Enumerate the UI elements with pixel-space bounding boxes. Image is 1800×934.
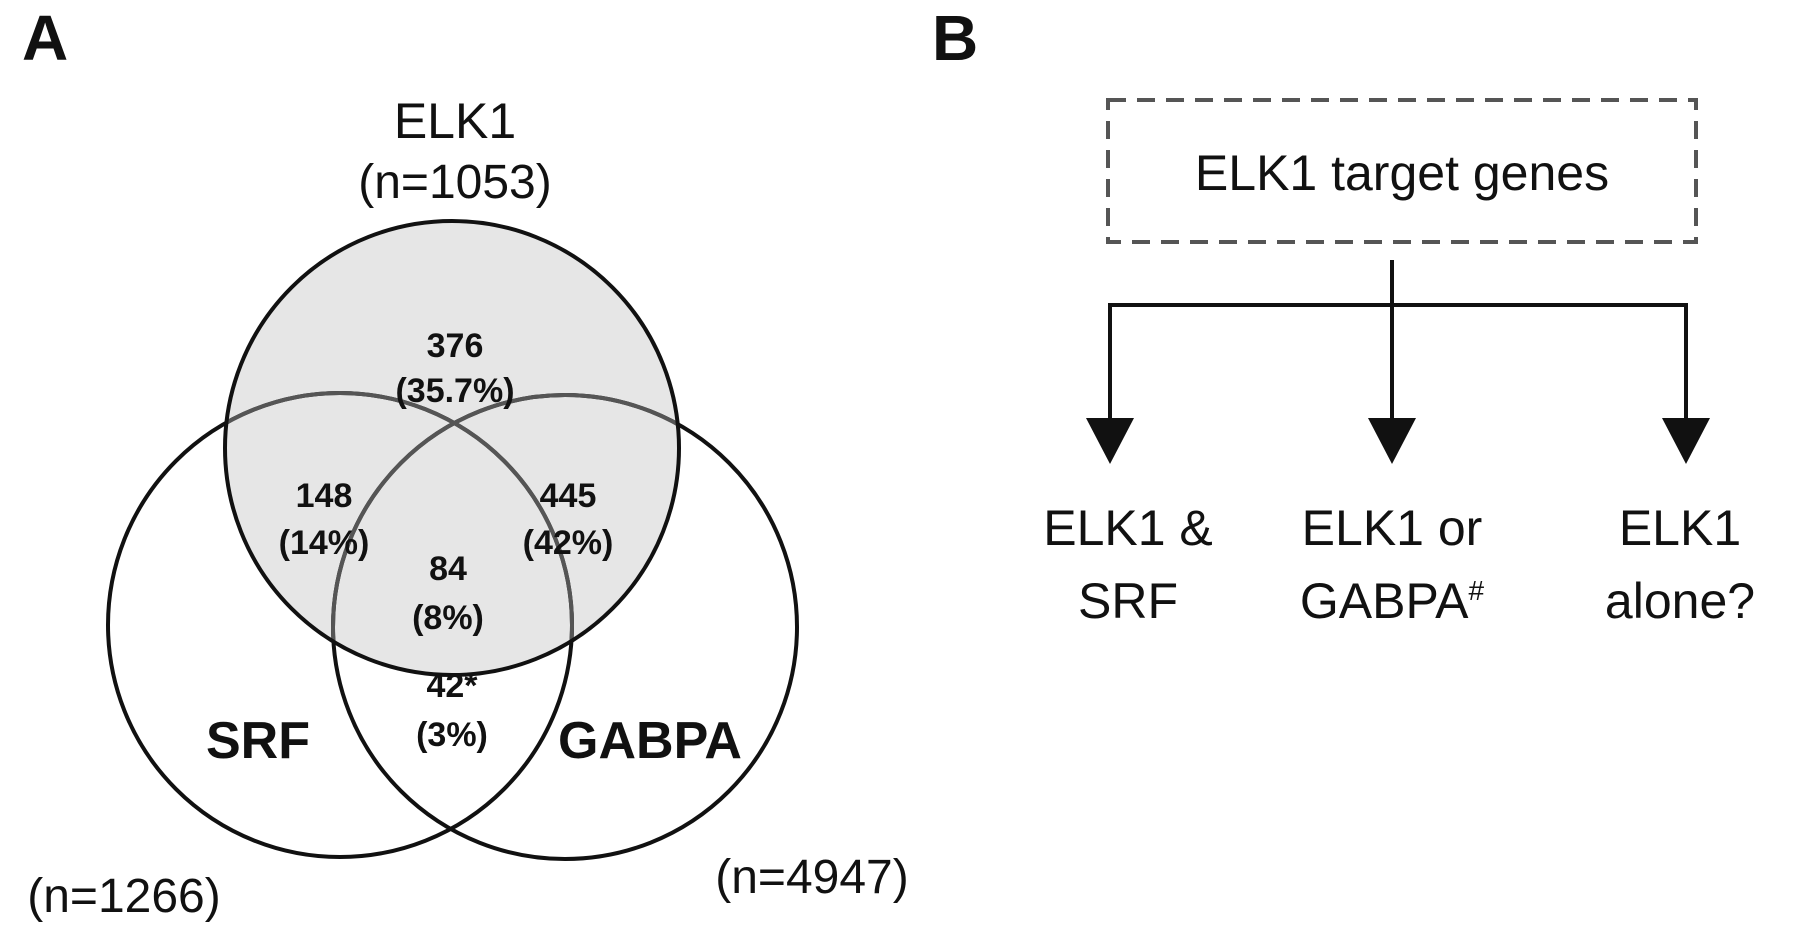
panel-label-a: A xyxy=(22,2,68,74)
branch-1-arrowhead xyxy=(1086,418,1134,464)
region-srf-gabpa-value: 42* xyxy=(426,667,478,705)
root-box xyxy=(1106,98,1698,244)
branch-3-line1: ELK1 xyxy=(1619,500,1741,556)
branch-2-arrowhead xyxy=(1368,418,1416,464)
srf-set-count: (n=1266) xyxy=(27,870,220,923)
branch-2-line1: ELK1 or xyxy=(1302,500,1483,556)
region-srf-gabpa-percent: (3%) xyxy=(416,716,488,754)
srf-set-name: SRF xyxy=(206,712,310,770)
target-gene-tree: ELK1 target genes ELK1 & SRF ELK1 or GAB… xyxy=(1043,98,1755,629)
branch-3-arrowhead xyxy=(1662,418,1710,464)
gabpa-inner-arc xyxy=(331,393,679,675)
panel-label-b: B xyxy=(932,2,978,74)
elk1-set-count: (n=1053) xyxy=(358,156,551,209)
region-elk1-srf-value: 148 xyxy=(296,477,353,515)
region-all-three-value: 84 xyxy=(429,550,467,588)
region-elk1-only-value: 376 xyxy=(427,327,484,365)
branch-2-line2-group: GABPA# xyxy=(1300,573,1485,629)
branch-3-line2: alone? xyxy=(1605,573,1755,629)
region-all-three-percent: (8%) xyxy=(412,599,484,637)
region-elk1-only-percent: (35.7%) xyxy=(395,372,514,410)
srf-inner-arc xyxy=(225,391,574,675)
region-elk1-gabpa-percent: (42%) xyxy=(523,524,614,562)
region-elk1-gabpa-value: 445 xyxy=(540,477,597,515)
branch-2-superscript: # xyxy=(1469,575,1485,606)
elk1-set-name: ELK1 xyxy=(394,93,516,149)
branch-1-line1: ELK1 & xyxy=(1043,500,1213,556)
branch-2-line2: GABPA xyxy=(1300,573,1469,629)
elk1-circle-fill xyxy=(225,221,679,675)
branch-1-line2: SRF xyxy=(1078,573,1178,629)
gabpa-set-name: GABPA xyxy=(558,712,742,770)
gabpa-set-count: (n=4947) xyxy=(715,851,908,904)
elk1-circle xyxy=(223,219,681,677)
venn-diagram: ELK1 (n=1053) 376 (35.7%) 148 (14%) 445 … xyxy=(27,93,908,923)
region-elk1-srf-percent: (14%) xyxy=(279,524,370,562)
root-label: ELK1 target genes xyxy=(1195,145,1609,201)
